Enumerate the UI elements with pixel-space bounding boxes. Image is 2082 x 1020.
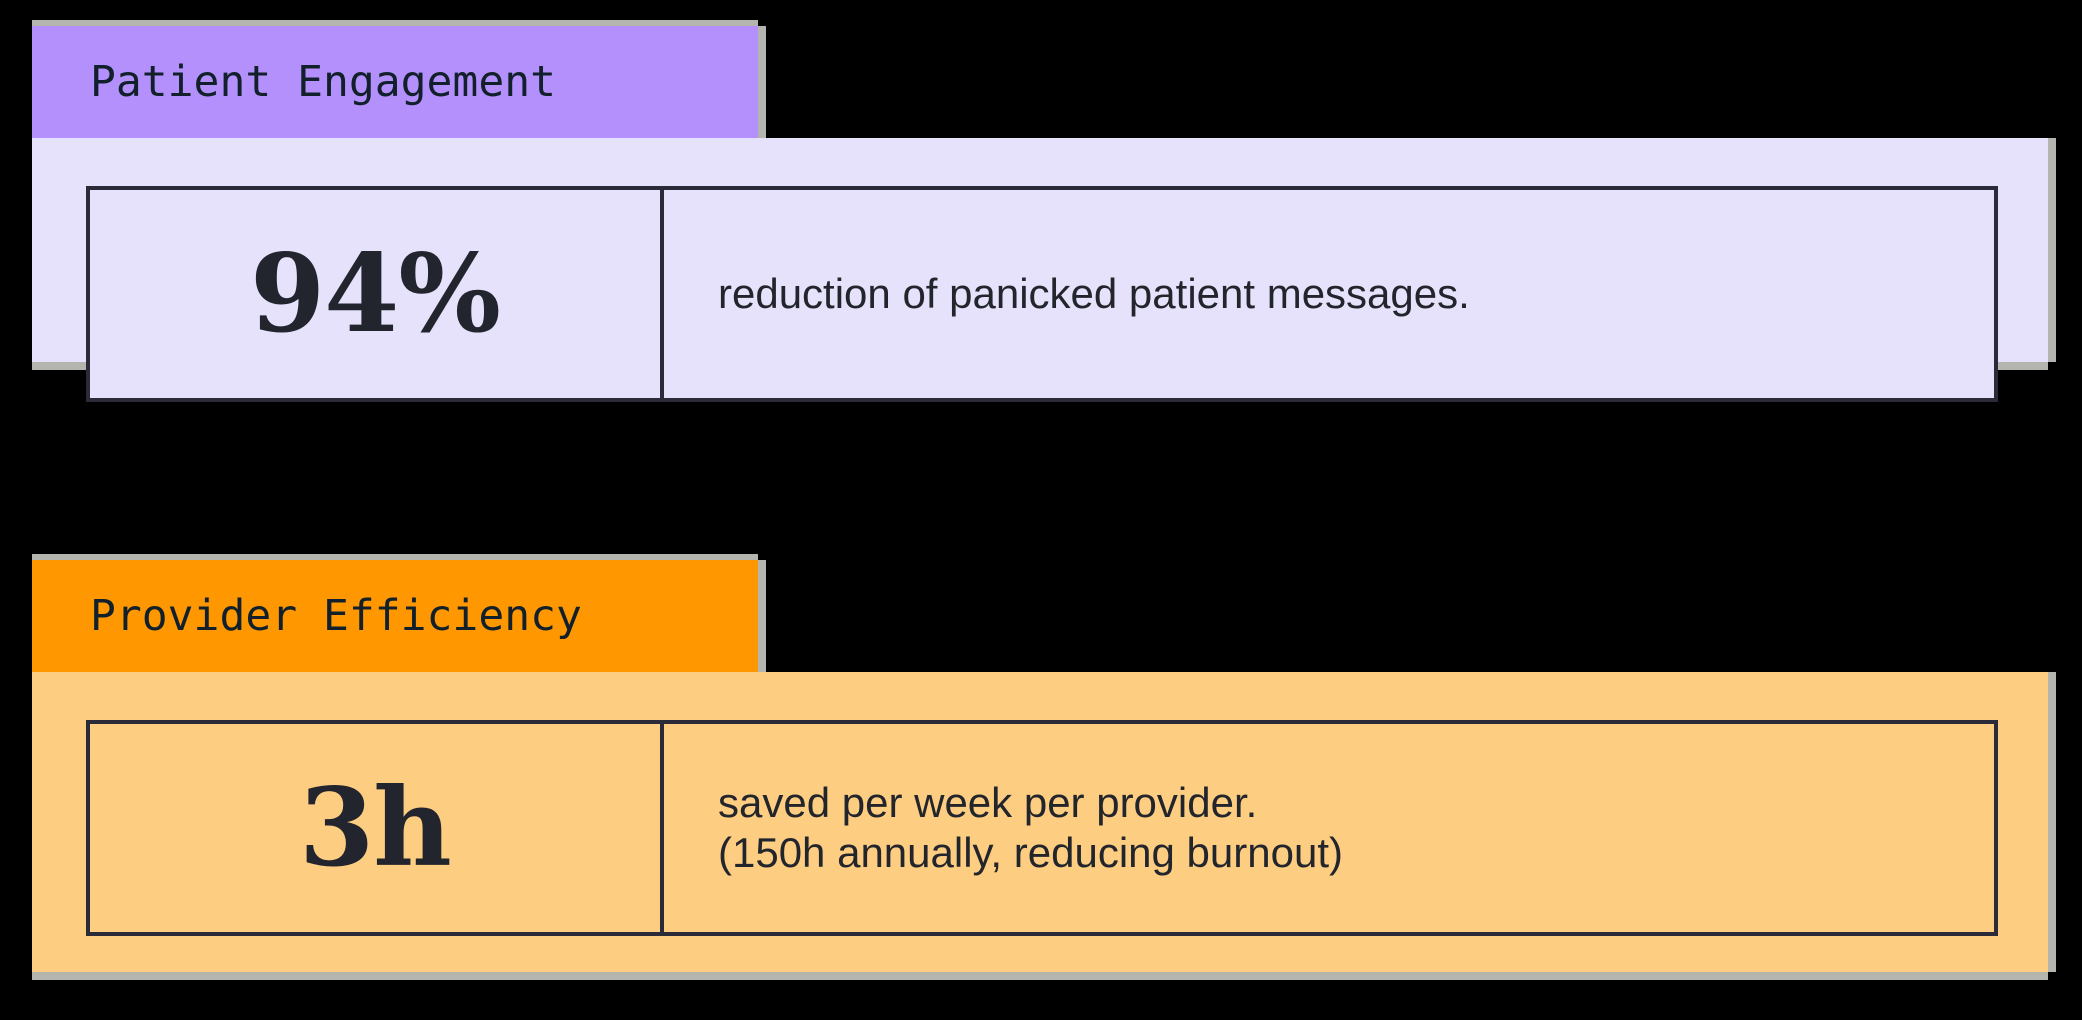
card-patient-engagement: Patient Engagement 94% reduction of pani… (32, 26, 2056, 402)
metric-description-cell: saved per week per provider. (150h annua… (664, 724, 1994, 932)
metric-value: 3h (299, 765, 452, 891)
metric-value-cell: 94% (90, 190, 664, 398)
metric-box-patient-engagement: 94% reduction of panicked patient messag… (86, 186, 1998, 402)
card-provider-efficiency: Provider Efficiency 3h saved per week pe… (32, 560, 2056, 980)
metric-value: 94% (250, 231, 501, 357)
metric-description-line: (150h annually, reducing burnout) (718, 829, 1343, 876)
metric-value-cell: 3h (90, 724, 664, 932)
metric-description-line: saved per week per provider. (718, 779, 1258, 827)
card-tab-patient-engagement[interactable]: Patient Engagement (32, 26, 758, 138)
card-tab-label: Patient Engagement (90, 57, 556, 107)
metric-description-cell: reduction of panicked patient messages. (664, 190, 1994, 398)
card-tab-provider-efficiency[interactable]: Provider Efficiency (32, 560, 758, 672)
metric-box-provider-efficiency: 3h saved per week per provider. (150h an… (86, 720, 1998, 936)
metric-description-line: reduction of panicked patient messages. (718, 270, 1470, 318)
card-tab-label: Provider Efficiency (90, 591, 582, 641)
